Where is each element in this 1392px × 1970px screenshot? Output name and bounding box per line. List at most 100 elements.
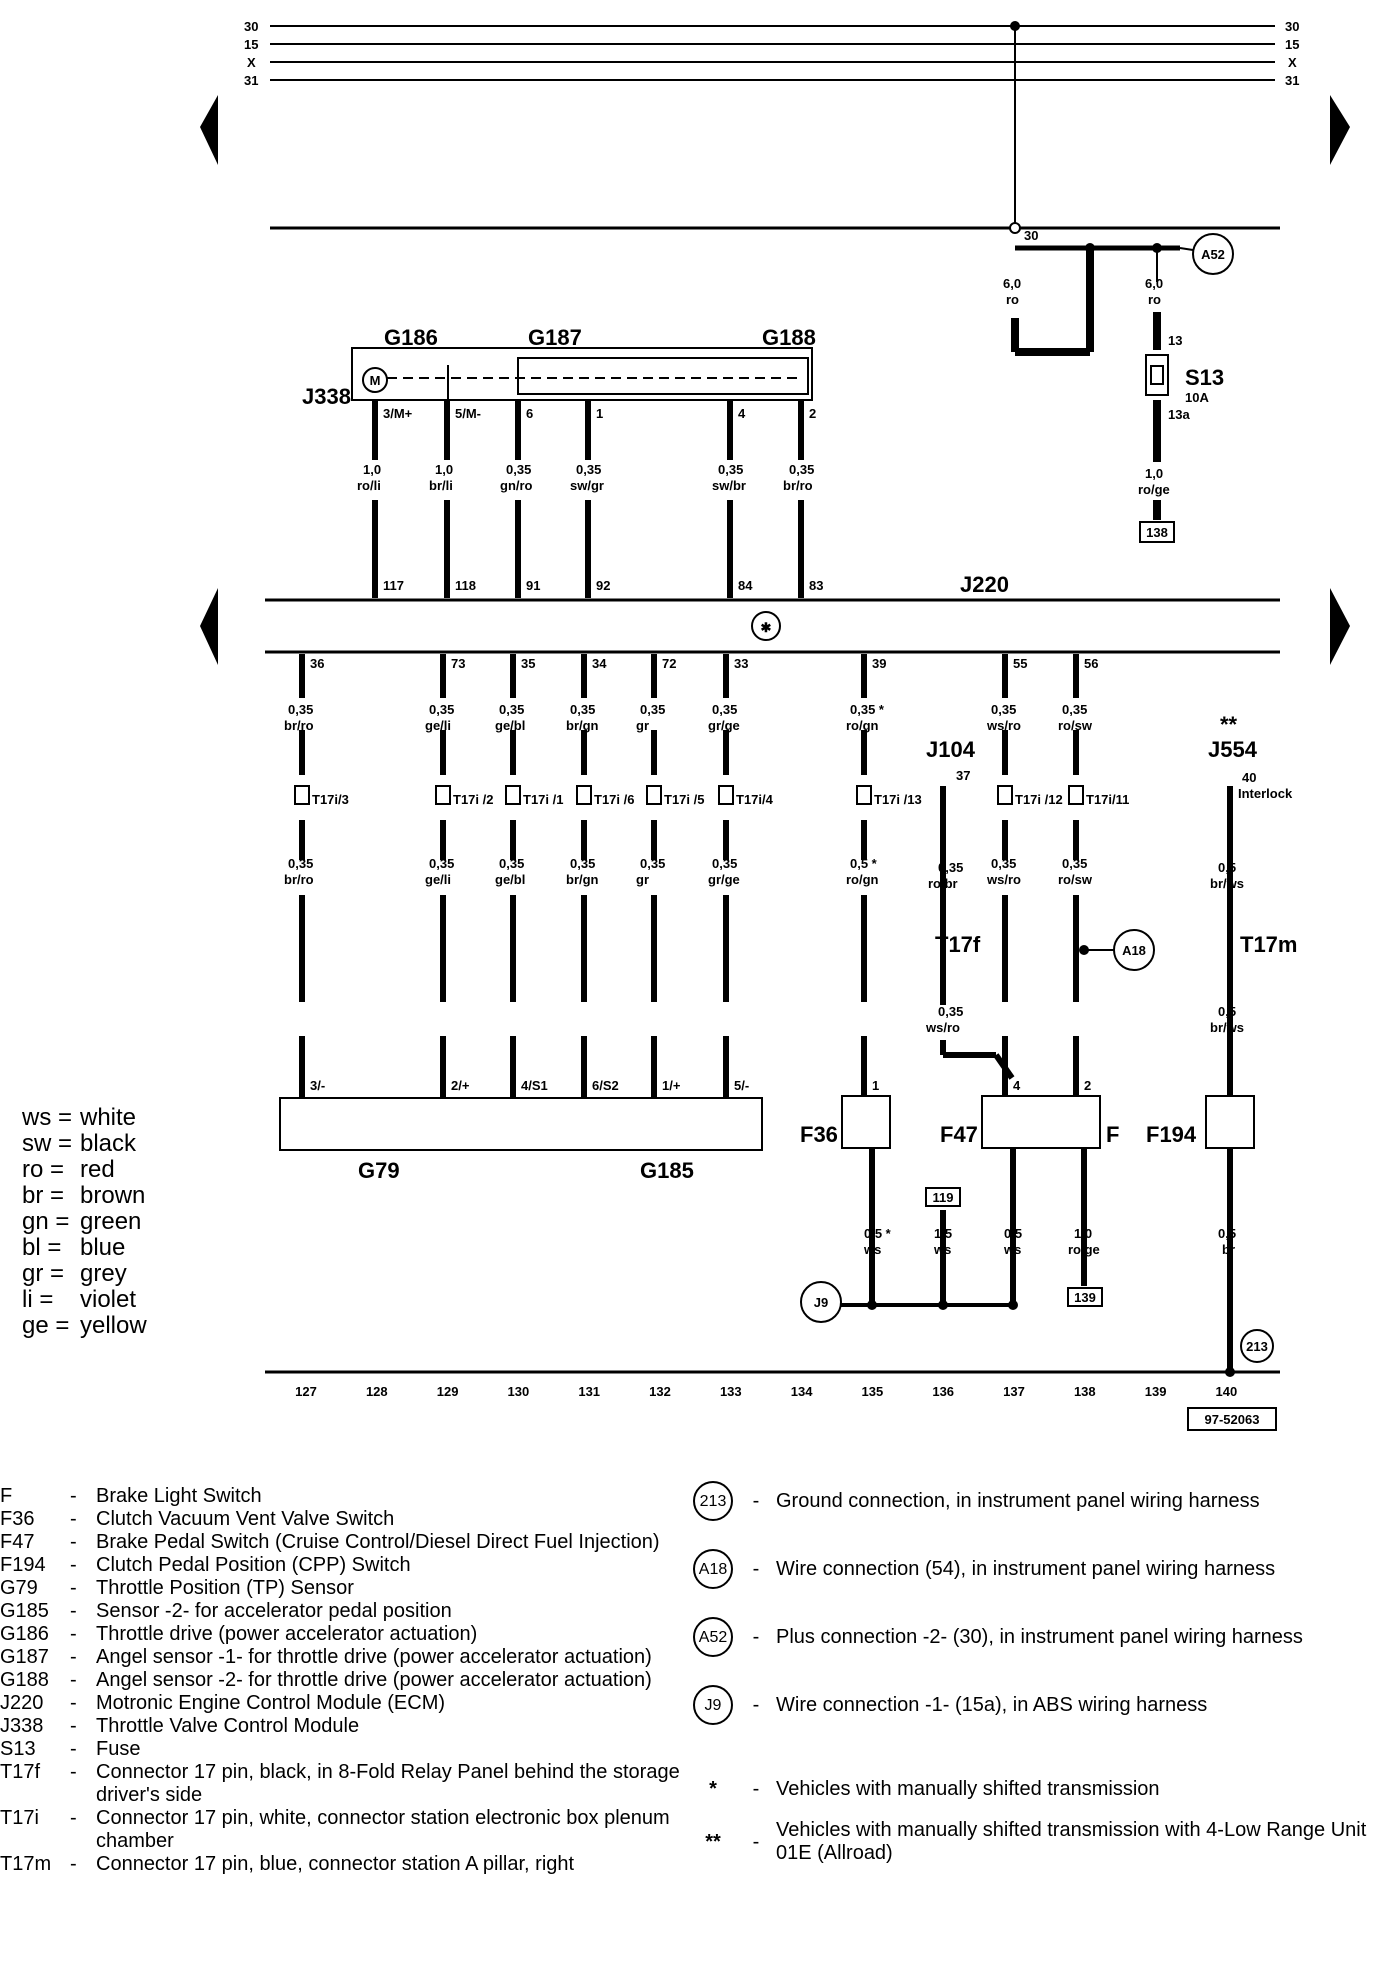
column-number: 130 <box>508 1384 530 1399</box>
legend-desc: Ground connection, in instrument panel w… <box>776 1489 1260 1512</box>
legend-row: J338-Throttle Valve Control Module <box>0 1715 680 1738</box>
legend-desc: Throttle Valve Control Module <box>96 1715 360 1737</box>
color-key-row: gr = grey <box>22 1261 147 1287</box>
diagram-id: 97-52063 <box>1205 1412 1260 1427</box>
upper-wire-color: gn/ro <box>500 478 533 493</box>
legend-desc: Throttle drive (power accelerator actuat… <box>96 1623 478 1645</box>
legend-row: F36-Clutch Vacuum Vent Valve Switch <box>0 1508 680 1531</box>
g185-label: G185 <box>640 1158 694 1183</box>
upper-wire-size: 1,0 <box>435 462 453 477</box>
wire-color: br/ro <box>284 718 314 733</box>
wire-color: br/gn <box>566 872 599 887</box>
ref-box-139 <box>1067 1287 1103 1307</box>
svg-text:0,5: 0,5 <box>1218 1226 1236 1241</box>
lower-wires: 360,35br/roT17i/30,35br/ro3/-730,35ge/li… <box>284 654 1129 1098</box>
column-number: 140 <box>1216 1384 1238 1399</box>
upper-wire-size: 1,0 <box>363 462 381 477</box>
component-pin-label: 1 <box>872 1078 879 1093</box>
interlock-label: Interlock <box>1238 786 1293 801</box>
page-left-arrow-2[interactable] <box>200 588 218 665</box>
legend-row: F47-Brake Pedal Switch (Cruise Control/D… <box>0 1531 680 1554</box>
g187-label: G187 <box>528 325 582 350</box>
wire-size: 0,35 <box>712 856 737 871</box>
wire-size: 0,35 <box>499 702 524 717</box>
ground-213 <box>1240 1329 1274 1363</box>
rail-15-right: 15 <box>1285 37 1299 52</box>
wire-size: 0,35 <box>570 702 595 717</box>
color-key-row: ro = red <box>22 1157 147 1183</box>
legend-code: G187 <box>0 1646 49 1668</box>
color-abbr: sw = <box>22 1130 73 1157</box>
svg-text:ws: ws <box>863 1242 881 1257</box>
svg-text:13a: 13a <box>1168 407 1190 422</box>
ecm-pin-label: 117 <box>383 578 404 593</box>
wire-color: br/gn <box>566 718 599 733</box>
component-pin-label: 6/S2 <box>592 1078 619 1093</box>
wire-color: ro/gn <box>846 872 879 887</box>
wire-color: ge/bl <box>495 872 525 887</box>
ref-box-138-label: 138 <box>1146 525 1168 540</box>
wire-color: ge/li <box>425 718 451 733</box>
color-abbr: bl = <box>22 1234 62 1261</box>
color-key-row: ws = white <box>22 1105 147 1131</box>
svg-text:0,5 *: 0,5 * <box>864 1226 892 1241</box>
legend-row: F-Brake Light Switch <box>0 1485 680 1508</box>
component-pin-label: 5/- <box>734 1078 749 1093</box>
legend-row: *-Vehicles with manually shifted transmi… <box>690 1773 1390 1805</box>
component-pin-label: 4/S1 <box>521 1078 548 1093</box>
legend-code: G188 <box>0 1669 49 1691</box>
upper-pin-label: 2 <box>809 406 816 421</box>
legend-symbol: ** <box>705 1830 721 1853</box>
connector-label: T17i /5 <box>664 792 704 807</box>
svg-text:T17f: T17f <box>935 932 981 957</box>
page-left-arrow[interactable] <box>200 95 218 165</box>
svg-text:13: 13 <box>1168 333 1182 348</box>
rail-31-right: 31 <box>1285 73 1299 88</box>
ecm-pin-label: 56 <box>1084 656 1098 671</box>
column-number: 128 <box>366 1384 388 1399</box>
color-key-row: gn = green <box>22 1209 147 1235</box>
upper-wire-size: 0,35 <box>506 462 531 477</box>
component-pin-label: 2/+ <box>451 1078 470 1093</box>
page-right-arrow-2[interactable] <box>1330 588 1350 665</box>
legend-row: 213-Ground connection, in instrument pan… <box>690 1481 1390 1521</box>
svg-text:0,35: 0,35 <box>938 1004 963 1019</box>
color-name: grey <box>80 1260 127 1287</box>
connection-j9-label: J9 <box>814 1295 828 1310</box>
legend-desc: Angel sensor -1- for throttle drive (pow… <box>96 1646 652 1668</box>
page-right-arrow[interactable] <box>1330 95 1350 165</box>
upper-wire-size: 0,35 <box>576 462 601 477</box>
svg-text:br/ws: br/ws <box>1210 1020 1244 1035</box>
legend-desc: Connector 17 pin, blue, connector statio… <box>96 1853 575 1875</box>
ecm-pin-label: 72 <box>662 656 676 671</box>
svg-text:37: 37 <box>956 768 970 783</box>
legend-row: G185-Sensor -2- for accelerator pedal po… <box>0 1600 680 1623</box>
wire-size: 0,35 <box>429 702 454 717</box>
component-pin-label: 4 <box>1013 1078 1021 1093</box>
legend-code: S13 <box>0 1738 36 1760</box>
ground-213-label: 213 <box>1246 1339 1268 1354</box>
ref-box-119 <box>925 1187 961 1207</box>
connector-icon <box>856 785 872 805</box>
motor-icon <box>362 367 388 393</box>
ref-box-138 <box>1139 521 1175 543</box>
wire-size: 0,35 <box>1062 702 1087 717</box>
legend-symbol: A18 <box>690 1549 736 1589</box>
rail-15-left: 15 <box>244 37 258 52</box>
g186-label: G186 <box>384 325 438 350</box>
f194-label: F194 <box>1146 1122 1197 1147</box>
wire-color: ge/li <box>425 872 451 887</box>
legend-desc: Wire connection (54), in instrument pane… <box>776 1557 1276 1580</box>
column-number: 135 <box>862 1384 884 1399</box>
column-number: 134 <box>791 1384 813 1399</box>
svg-text:6,0: 6,0 <box>1003 276 1021 291</box>
connector-icon <box>505 785 521 805</box>
f36-label: F36 <box>800 1122 838 1147</box>
wire-size: 0,35 <box>499 856 524 871</box>
svg-text:br/ws: br/ws <box>1210 876 1244 891</box>
pedal-sensor-module <box>279 1097 763 1151</box>
color-abbr: ws = <box>22 1104 73 1131</box>
svg-text:0,5: 0,5 <box>1218 1004 1236 1019</box>
svg-text:ws: ws <box>933 1242 951 1257</box>
